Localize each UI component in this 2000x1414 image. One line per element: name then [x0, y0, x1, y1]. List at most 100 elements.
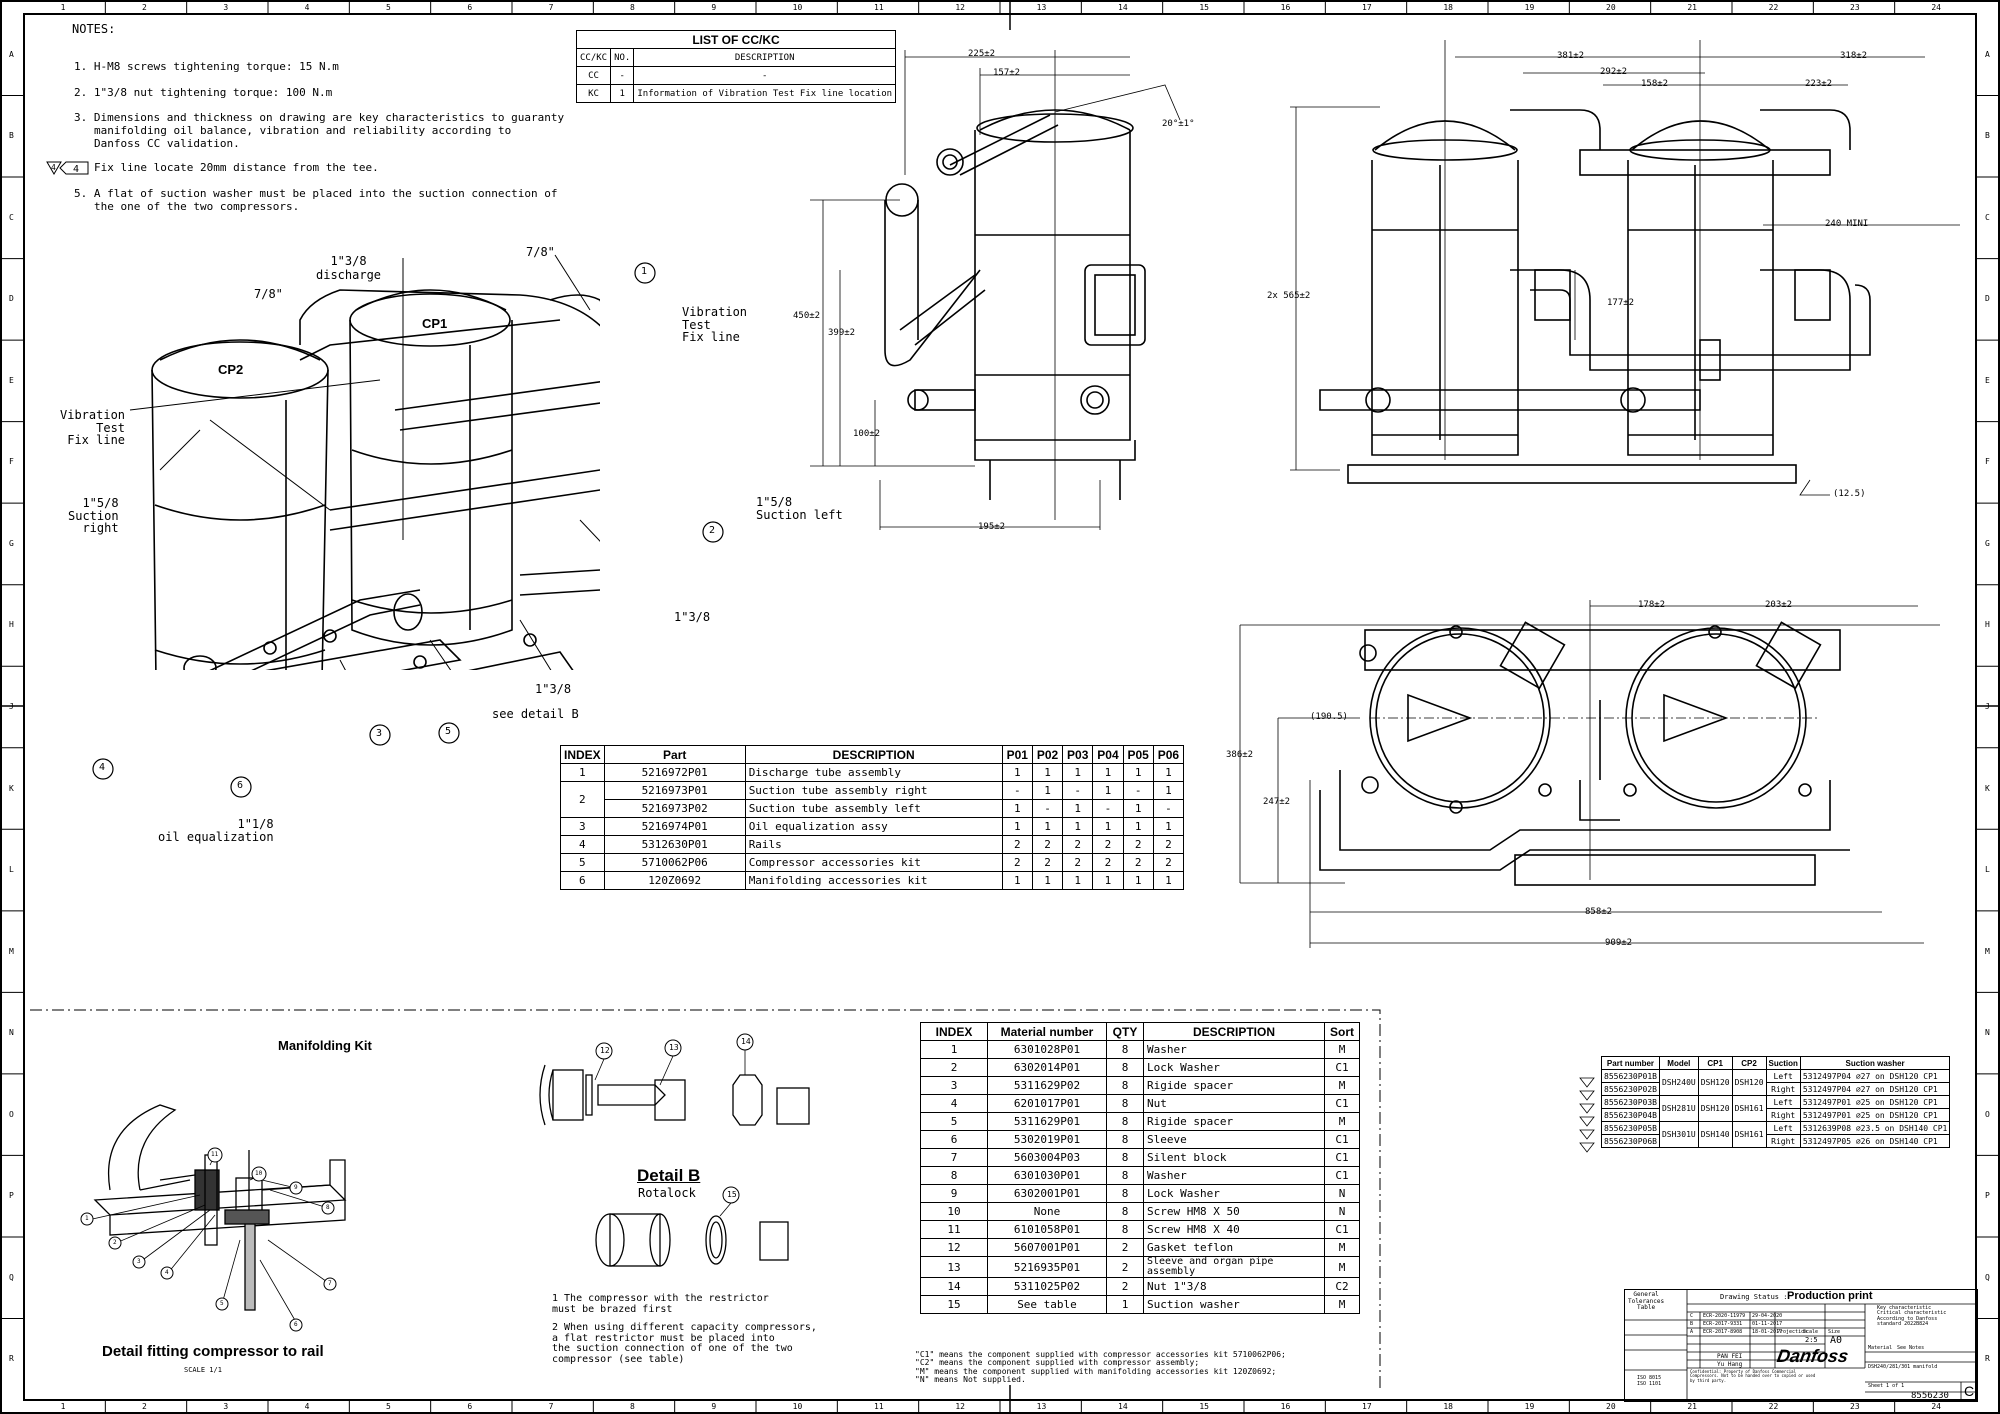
dim-858: 858±2	[1585, 907, 1613, 917]
column-label: 1	[60, 3, 66, 12]
kit-balloon-number: 1	[85, 1215, 89, 1222]
row-label: B	[9, 131, 14, 141]
kit-balloon-number: 6	[294, 1321, 298, 1328]
column-label: 23	[1850, 3, 1860, 12]
dim-190-5: (190.5)	[1310, 712, 1348, 722]
column-label: 13	[1036, 1402, 1047, 1411]
svg-text:4: 4	[73, 164, 79, 175]
kit-balloon-number: 13	[669, 1043, 679, 1052]
material-footnote: "C1" means the component supplied with c…	[915, 1350, 1286, 1359]
size-value: A0	[1830, 1335, 1843, 1346]
dim-565: 2x 565±2	[1267, 291, 1311, 301]
confidential-note: Confidential: Property of Danfoss Commer…	[1690, 1369, 1816, 1383]
column-label: 5	[386, 1402, 391, 1411]
row-label: E	[9, 375, 14, 385]
row-label: K	[1985, 783, 1990, 793]
column-label: 12	[955, 1402, 965, 1411]
rev-a-ecr: ECR-2017-8908	[1703, 1329, 1743, 1335]
column-label: 22	[1768, 1402, 1779, 1411]
row-label: N	[1985, 1028, 1990, 1038]
row-label: R	[9, 1354, 14, 1364]
oil-equalization-label: 1"1/8 oil equalization	[158, 817, 274, 844]
material-footnote: "N" means Not supplied.	[915, 1375, 1026, 1385]
dim-195: 195±2	[978, 522, 1006, 532]
kit-balloon-number: 3	[137, 1258, 141, 1265]
note-1: 1. H-M8 screws tightening torque: 15 N.m	[74, 60, 339, 73]
row-label: N	[9, 1028, 14, 1038]
column-label: 4	[304, 1402, 310, 1411]
column-label: 9	[711, 1402, 717, 1411]
note-5b: the one of the two compressors.	[94, 200, 300, 213]
svg-text:4: 4	[51, 163, 56, 172]
note-5: 5. A flat of suction washer must be plac…	[74, 187, 558, 200]
note-3: 3. Dimensions and thickness on drawing a…	[74, 111, 565, 124]
column-label: 3	[223, 3, 229, 12]
row-label: Q	[1985, 1272, 1990, 1282]
dim-386: 386±2	[1226, 750, 1254, 760]
kit-title: Manifolding Kit	[278, 1038, 372, 1053]
note-4: Fix line locate 20mm distance from the t…	[94, 161, 379, 174]
row-label: O	[1985, 1109, 1990, 1119]
kit-balloon-number: 8	[326, 1204, 330, 1211]
column-label: 1	[60, 1402, 66, 1411]
row-label: L	[9, 865, 14, 875]
material-footnote: "M" means the component supplied with ma…	[915, 1366, 1277, 1376]
row-label: G	[9, 538, 14, 548]
one-three-eighths-bottom-label: 1"3/8	[535, 682, 572, 696]
column-label: 20	[1606, 1402, 1616, 1411]
column-label: 15	[1199, 1402, 1209, 1411]
size-label: Size	[1828, 1329, 1841, 1335]
rev-a-date: 18-01-2017	[1752, 1329, 1783, 1335]
column-label: 18	[1443, 3, 1453, 12]
row-label: D	[1985, 294, 1990, 304]
dim-178: 178±2	[1638, 600, 1666, 610]
seven-eighths-left-label: 7/8"	[254, 287, 283, 301]
row-label: D	[9, 294, 14, 304]
column-label: 8	[630, 1402, 635, 1411]
dim-225: 225±2	[968, 49, 996, 59]
column-label: 7	[548, 3, 554, 12]
dim-20deg: 20°±1°	[1162, 119, 1195, 129]
dim-158: 158±2	[1641, 79, 1669, 89]
column-label: 10	[792, 3, 803, 12]
kit-note-2: 2 When using different capacity compress…	[552, 1322, 817, 1365]
detail-b-title: Detail B	[637, 1166, 701, 1185]
balloon-2-text: 2	[709, 525, 716, 536]
column-label: 14	[1118, 3, 1128, 12]
column-label: 20	[1606, 3, 1616, 12]
material-value: See Notes	[1897, 1345, 1925, 1351]
rev-c-ecr: ECR-2020-11979	[1703, 1313, 1746, 1319]
column-label: 21	[1687, 1402, 1697, 1411]
column-label: 11	[874, 3, 884, 12]
kit-balloon-number: 4	[165, 1269, 169, 1276]
column-label: 15	[1199, 3, 1209, 12]
column-label: 9	[711, 3, 717, 12]
row-label: E	[1985, 375, 1990, 385]
column-label: 12	[955, 3, 965, 12]
row-label: M	[1985, 946, 1990, 956]
kit-balloon-number: 12	[600, 1046, 610, 1055]
row-label: A	[9, 49, 14, 59]
column-label: 21	[1687, 3, 1697, 12]
column-label: 23	[1850, 1402, 1860, 1411]
general-tolerances: General Tolerances Table	[1628, 1291, 1665, 1312]
kit-balloon-number: 15	[727, 1190, 737, 1199]
rev-b-letter: B	[1690, 1321, 1694, 1327]
vibration-right-label: Vibration Test Fix line	[682, 305, 748, 345]
cp2-label: CP2	[218, 362, 244, 377]
note-3c: Danfoss CC validation.	[94, 137, 240, 150]
dim-399: 399±2	[828, 328, 856, 338]
suction-left-label: 1"5/8 Suction left	[756, 495, 843, 522]
kit-balloon-number: 7	[328, 1280, 332, 1287]
